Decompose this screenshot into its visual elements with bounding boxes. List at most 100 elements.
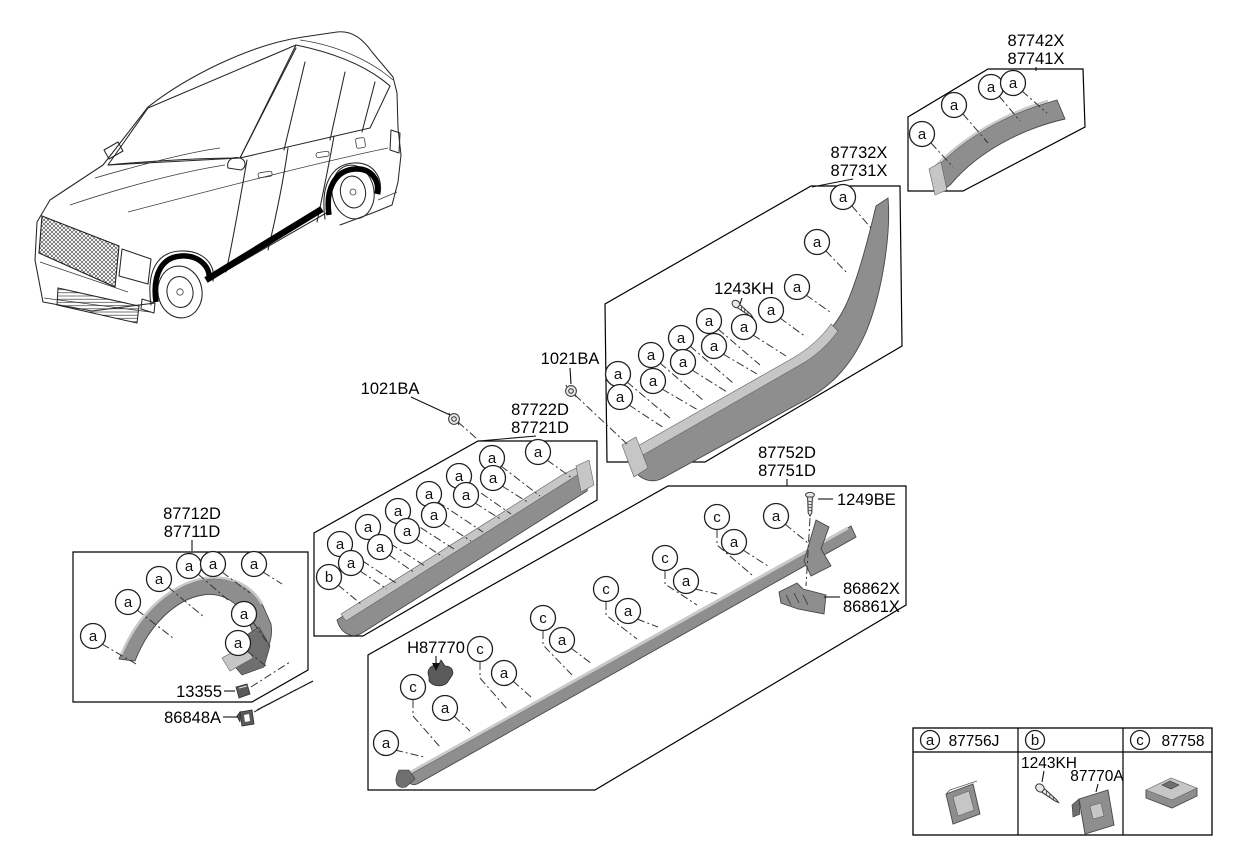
callout-a[interactable]: a [730, 313, 787, 357]
callout-circle[interactable] [420, 501, 448, 529]
label-rear-arch-1[interactable]: 87742X [1008, 32, 1065, 50]
label-screw-1243kh[interactable]: 1243KH [714, 280, 774, 298]
callout-a[interactable]: a [230, 600, 272, 649]
callout-circle[interactable] [908, 120, 936, 148]
callout-circle[interactable] [592, 575, 620, 603]
callout-a[interactable]: a [548, 626, 593, 665]
callout-a[interactable]: a [940, 91, 989, 144]
callout-a[interactable]: a [372, 729, 425, 758]
callout-circle[interactable] [337, 549, 365, 577]
callout-circle[interactable] [529, 604, 557, 632]
label-nut-13355[interactable]: 13355 [176, 683, 222, 701]
callout-circle[interactable] [199, 550, 227, 578]
callout-circle[interactable] [614, 597, 642, 625]
callout-a[interactable]: a [695, 307, 761, 366]
legend-part-b-screw[interactable]: 1243KH [1021, 755, 1077, 772]
callout-circle[interactable] [730, 313, 758, 341]
label-front-arch-1[interactable]: 87712D [163, 505, 221, 523]
label-rear-door-2[interactable]: 87731X [831, 162, 888, 180]
callout-a[interactable]: a [326, 530, 397, 584]
callout-circle[interactable] [606, 383, 634, 411]
legend-part-a[interactable]: 87756J [949, 733, 1000, 750]
callout-circle[interactable] [79, 622, 107, 650]
callout-a[interactable]: a [479, 464, 530, 504]
label-front-door-1[interactable]: 87722D [511, 401, 569, 419]
label-grommet-left[interactable]: 1021BA [361, 380, 420, 398]
callout-circle[interactable] [783, 273, 811, 301]
callout-circle[interactable] [651, 544, 679, 572]
callout-circle[interactable] [695, 307, 723, 335]
callout-circle[interactable] [479, 464, 507, 492]
label-rear-door-1[interactable]: 87732X [831, 144, 888, 162]
legend-part-b-bracket[interactable]: 87770A [1070, 768, 1124, 785]
callout-a[interactable]: a [79, 622, 137, 665]
callout-a[interactable]: a [908, 120, 954, 168]
callout-circle[interactable] [672, 567, 700, 595]
callout-circle[interactable] [703, 503, 731, 531]
callout-circle[interactable] [490, 659, 518, 687]
label-clip-86848a[interactable]: 86848A [164, 709, 221, 727]
callout-circle[interactable] [114, 588, 142, 616]
callout-circle[interactable] [452, 481, 480, 509]
callout-a[interactable]: a [524, 438, 573, 479]
callout-a[interactable]: a [639, 367, 699, 411]
callout-circle[interactable] [230, 600, 258, 628]
label-clip-h87770[interactable]: H87770 [407, 639, 465, 657]
callout-circle[interactable] [240, 550, 268, 578]
callout-a[interactable]: a [114, 588, 174, 639]
label-grommet-right[interactable]: 1021BA [541, 350, 600, 368]
label-rear-arch-2[interactable]: 87741X [1008, 50, 1065, 68]
callout-a[interactable]: a [199, 550, 251, 594]
callout-a[interactable]: a [672, 567, 718, 595]
callout-circle[interactable] [354, 513, 382, 541]
label-screw-1249be[interactable]: 1249BE [837, 491, 896, 509]
callout-a[interactable]: a [145, 565, 205, 618]
callout-a[interactable]: a [999, 69, 1048, 114]
callout-c[interactable]: c [703, 503, 753, 576]
callout-circle[interactable] [803, 228, 831, 256]
callout-b[interactable]: b [315, 563, 362, 605]
callout-circle[interactable] [639, 367, 667, 395]
label-bracket-2[interactable]: 86861X [843, 598, 900, 616]
callout-circle[interactable] [145, 565, 173, 593]
callout-a[interactable]: a [240, 550, 283, 585]
callout-a[interactable]: a [452, 481, 503, 521]
callout-circle[interactable] [829, 183, 857, 211]
callout-a[interactable]: a [354, 513, 426, 567]
callout-circle[interactable] [399, 673, 427, 701]
callout-circle[interactable] [762, 502, 790, 530]
callout-a[interactable]: a [637, 341, 705, 402]
callout-a[interactable]: a [337, 549, 388, 590]
callout-a[interactable]: a [700, 332, 758, 375]
callout-a[interactable]: a [606, 383, 665, 429]
callout-a[interactable]: a [415, 480, 484, 533]
callout-a[interactable]: a [224, 629, 267, 667]
callout-c[interactable]: c [529, 604, 573, 676]
callout-circle[interactable] [224, 629, 252, 657]
callout-circle[interactable] [700, 332, 728, 360]
callout-a[interactable]: a [803, 228, 849, 275]
callout-circle[interactable] [524, 438, 552, 466]
callout-c[interactable]: c [592, 575, 638, 640]
callout-circle[interactable] [720, 528, 748, 556]
callout-a[interactable]: a [669, 348, 728, 393]
callout-a[interactable]: a [431, 694, 471, 732]
callout-a[interactable]: a [829, 183, 872, 229]
callout-a[interactable]: a [667, 324, 734, 384]
callout-a[interactable]: a [420, 501, 472, 542]
callout-circle[interactable] [669, 348, 697, 376]
callout-a[interactable]: a [720, 528, 769, 567]
callout-circle[interactable] [466, 635, 494, 663]
callout-c[interactable]: c [651, 544, 698, 606]
callout-a[interactable]: a [614, 597, 659, 628]
callout-circle[interactable] [431, 694, 459, 722]
callout-circle[interactable] [940, 91, 968, 119]
callout-circle[interactable] [315, 563, 343, 591]
legend-part-c[interactable]: 87758 [1161, 733, 1204, 750]
callout-circle[interactable] [548, 626, 576, 654]
label-sill-1[interactable]: 87752D [758, 444, 816, 462]
callout-circle[interactable] [999, 69, 1027, 97]
label-sill-2[interactable]: 87751D [758, 462, 816, 480]
callout-a[interactable]: a [490, 659, 532, 698]
callout-a[interactable]: a [783, 273, 831, 313]
